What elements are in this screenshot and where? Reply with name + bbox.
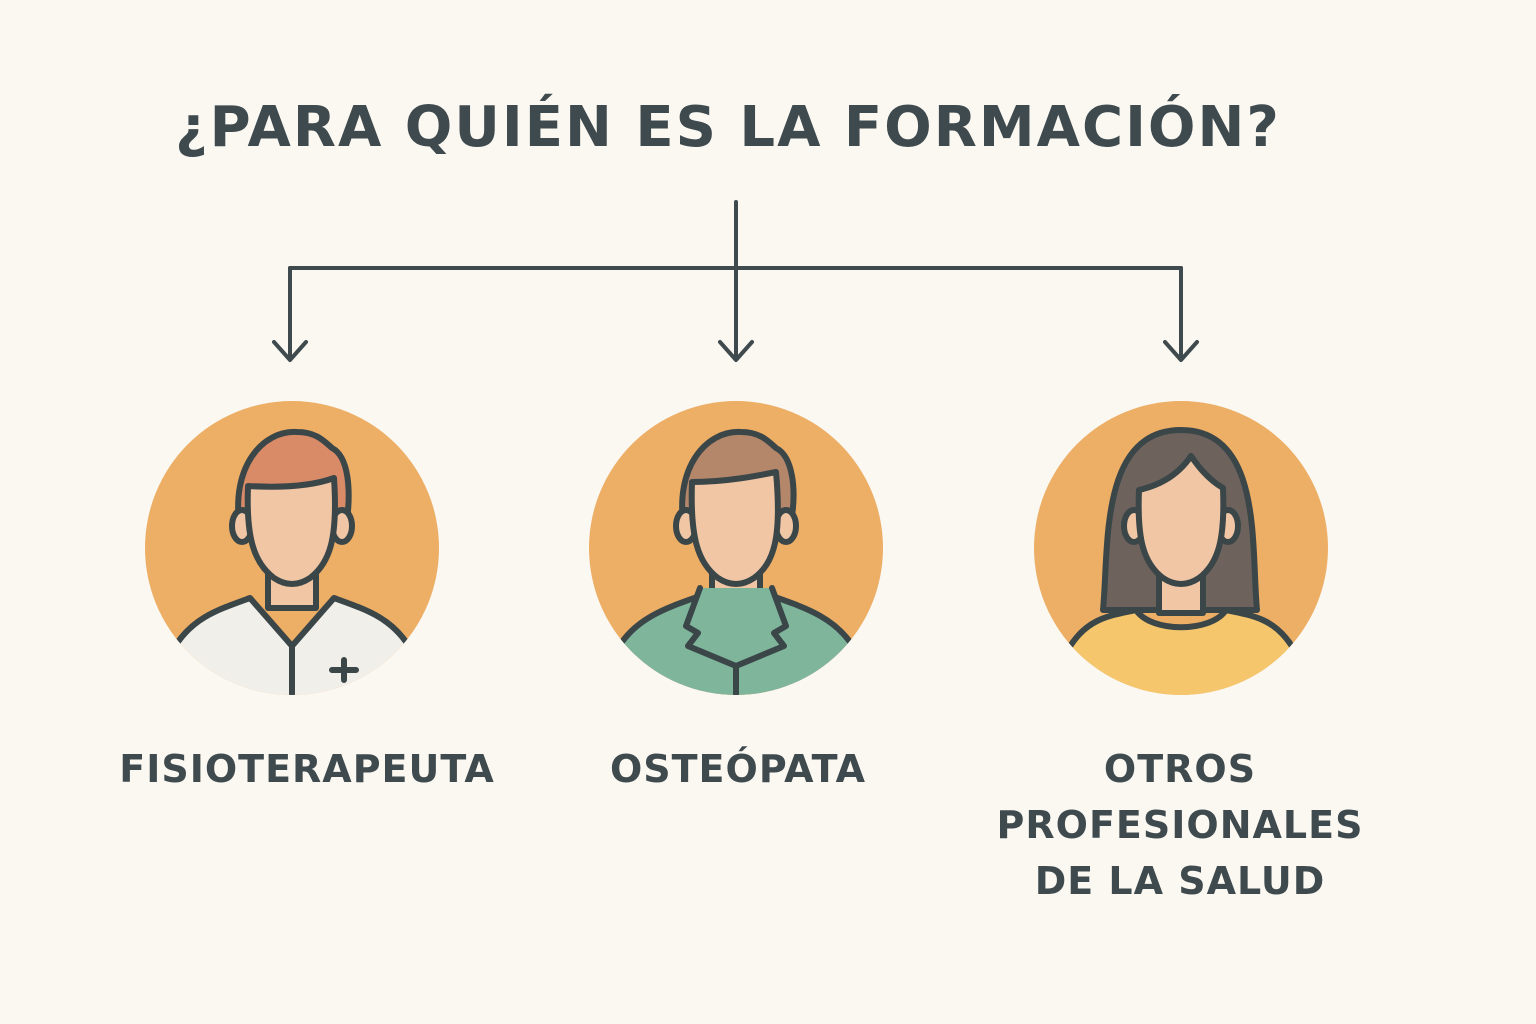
label-otros-line-2: PROFESIONALES [997, 803, 1364, 847]
label-osteopata: OSTEÓPATA [610, 747, 866, 791]
osteopath-avatar-icon [589, 401, 883, 695]
physiotherapist-avatar-icon [145, 401, 439, 695]
label-otros-line-3: DE LA SALUD [1035, 859, 1326, 903]
label-otros-line-1: OTROS [1104, 747, 1256, 791]
arrow-down-icon [272, 266, 308, 362]
arrow-down-icon [718, 266, 754, 362]
health-professional-avatar-icon [1034, 401, 1328, 695]
page-title: ¿PARA QUIÉN ES LA FORMACIÓN? [175, 94, 1281, 160]
label-fisioterapeuta: FISIOTERAPEUTA [119, 747, 495, 791]
connector-lines [272, 200, 1199, 362]
arrow-down-icon [1163, 266, 1199, 362]
